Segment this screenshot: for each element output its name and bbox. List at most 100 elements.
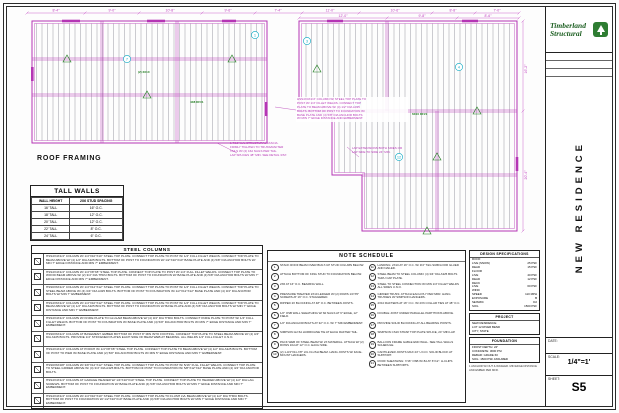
- spec-value: 60 PSF: [527, 284, 537, 289]
- note-number: 21: [368, 360, 376, 368]
- steel-columns-title: STEEL COLUMNS: [32, 246, 262, 254]
- note-text: PACK WEB OF STEEL BEAM W/ 2X MATERIAL. A…: [280, 340, 364, 348]
- tall-walls-row: 16' TALL 16" O.C.: [30, 204, 123, 212]
- note-text: PRESSURE TREATED 2X10 LEDGER W/ (2) ROWS…: [280, 291, 360, 300]
- steel-column-spec: HSS4X4X1/4" COLUMN AT PORCH W/ 1/4"X8"X8…: [46, 347, 257, 355]
- dim-label: 9'-6": [225, 9, 233, 13]
- note-item: 2 ATTACH BOTTOM OF KING STUD TO FOUNDATI…: [271, 273, 365, 281]
- spec-label: SOIL: [472, 304, 479, 309]
- beam-label: (2) 2X10: [138, 70, 150, 74]
- column-symbol-cell: [32, 393, 44, 408]
- note-item: 5 RIPPED 2X BLOCKING AT 48" O.C. BETWEEN…: [271, 302, 365, 310]
- date-cell: DATE:: [546, 338, 612, 354]
- tall-walls-title: TALL WALLS: [31, 186, 123, 197]
- note-text: PROVIDE SOLID BLOCKING AT ALL BEARING PO…: [377, 320, 452, 325]
- design-spec-row: SOIL 1500 PSF: [470, 304, 539, 309]
- left-building-outline: [31, 19, 268, 144]
- note-text: DOUBLE JOIST UNDER PARALLEL PARTITIONS A…: [377, 310, 454, 315]
- design-spec-row: DECK: [470, 281, 539, 286]
- note-number: 18: [368, 331, 376, 339]
- dim-label: 10'-6": [391, 9, 401, 13]
- dim-label: 8'-4": [53, 9, 61, 13]
- note-number: 5: [271, 302, 279, 310]
- note-item: 6 1/2" OSB WALL SHEATHING W/ 8d NAILS AT…: [271, 311, 365, 320]
- note-marker-number: 7: [126, 57, 128, 61]
- spec-value: B: [535, 296, 537, 301]
- note-number: 1: [271, 263, 279, 271]
- beam-label: 6X10 DF#1: [412, 112, 428, 116]
- design-spec-row: LIVE (SNOW) 25 PSF: [470, 261, 539, 266]
- dim-label: 20'-4": [524, 170, 528, 180]
- steel-column-row: HSS4X4X1/4" COLUMN AT GARAGE HEADER W/ 1…: [32, 378, 262, 394]
- note-text: (2) 1-3/4"X11-7/8" LVL FLUSH BEAM. HANG …: [280, 349, 363, 358]
- company-logo: Timberland Structural: [546, 7, 612, 53]
- column-symbol-icon: [34, 273, 41, 281]
- note-number: 14: [368, 292, 376, 301]
- steel-column-spec: HSS4X6X1/4" COLUMN W/ 1/4"X10"X12" STEEL…: [46, 300, 259, 312]
- design-spec-row: LIVE 40 PSF: [470, 272, 539, 278]
- column-symbol-cell: [32, 347, 44, 362]
- note-number: 12: [368, 273, 376, 281]
- spec-label: LIVE: [472, 272, 479, 277]
- project-line: LOT 12 RIVER BEND: [472, 325, 501, 330]
- note-text: ATTACH BOTTOM OF KING STUD TO FOUNDATION…: [280, 272, 362, 277]
- note-item: 16 DOUBLE JOIST UNDER PARALLEL PARTITION…: [368, 310, 463, 320]
- note-text: CANTILEVER JOISTS MAX 24" U.N.O. SOLID B…: [377, 349, 453, 358]
- dim-label: 9'-0": [109, 9, 117, 13]
- project-line: CITY, STATE: [472, 329, 489, 334]
- stud-spacing-cell: 8" O.C.: [69, 225, 123, 233]
- project-box: PROJECT NEW RESIDENCE LOT 12 RIVER BEND …: [469, 312, 540, 336]
- sheet-number: S5: [571, 380, 587, 394]
- foundation-box-title: FOUNDATION: [470, 338, 539, 346]
- design-spec-row: DEAD 15 PSF: [470, 264, 539, 270]
- steel-column-spec: HSS6X6X1/4" COLUMN W/ 1/4"X12"X12" STEEL…: [46, 285, 259, 297]
- date-label: DATE:: [548, 339, 558, 343]
- note-item: 7 1/2" DIA ANCHOR BOLTS AT 32" O.C. W/ 7…: [271, 320, 365, 330]
- design-specs-box: DESIGN SPECIFICATIONS ROOF LIVE (SNOW) 2…: [469, 250, 540, 311]
- spec-label: FLOOR: [472, 268, 482, 273]
- stud-spacing-cell: 12" O.C.: [69, 218, 123, 226]
- tall-walls-row: 20' TALL 12" O.C.: [30, 218, 123, 226]
- note-markers: 1 3 4 7 9 12: [123, 31, 463, 161]
- dim-label: 10'-8": [166, 9, 176, 13]
- note-number: 6: [271, 311, 279, 320]
- steel-column-spec: HSS4X4X1/4" COLUMN W/ 1/4"X10"X10" STEEL…: [46, 393, 249, 405]
- spec-label: SPEED: [472, 292, 482, 297]
- note-item: 10 (2) 1-3/4"X11-7/8" LVL FLUSH BEAM. HA…: [271, 349, 365, 359]
- bearing-markers: [62, 54, 482, 235]
- note-item: 13 STEEL TO STEEL CONNECTION W/ MIN 1/4"…: [368, 282, 463, 291]
- company-name: Timberland Structural: [550, 21, 586, 38]
- design-spec-row: SPEED 110 MPH: [470, 292, 539, 297]
- note-item: 12 STEEL BEAM TO STEEL COLUMN: (4) 3/4" …: [368, 273, 463, 281]
- dim-label: 8'-6": [485, 14, 493, 18]
- design-spec-row: FLOOR: [470, 268, 539, 274]
- spec-value: 15 PSF: [527, 264, 537, 269]
- company-name-line2: Structural: [550, 28, 582, 38]
- note-item: 15 2X10 RAFTERS AT 16" O.C. W/ 2X6 COLLA…: [368, 302, 463, 310]
- revision-row: [546, 53, 612, 61]
- column-symbol-cell: [32, 254, 44, 269]
- tall-walls-table: TALL WALLS WALL HEIGHT 2X6 STUD SPACING …: [30, 185, 124, 241]
- spec-label: ROOF: [472, 257, 481, 261]
- project-box-title: PROJECT: [470, 314, 539, 321]
- spec-value: D2: [533, 300, 537, 305]
- note-text: 1/2" DIA ANCHOR BOLTS AT 32" O.C. W/ 7" …: [280, 320, 364, 325]
- column-symbol-icon: [34, 350, 41, 358]
- roof-framing-plan: 8'-4" 9'-0" 10'-8" 9'-6" 7'-4" 11'-0" 10…: [25, 9, 528, 235]
- steel-column-row: HSS6X6X1/4" COLUMN W/ 1/4"X12"X12" STEEL…: [32, 285, 262, 301]
- column-symbol-icon: [34, 304, 41, 312]
- project-name-cell: NEW RESIDENCE: [546, 77, 612, 338]
- note-number: 3: [271, 282, 279, 291]
- note-schedule: NOTE SCHEDULE 1 STACK ROOF BEAM OVER BUI…: [267, 250, 466, 403]
- column-symbol-icon: [34, 381, 41, 389]
- note-number: 16: [368, 311, 376, 320]
- note-item: 3 2X6 AT 16" O.C. BEARING WALL.: [271, 281, 365, 291]
- design-spec-row: ROOF: [470, 257, 539, 262]
- column-symbol-cell: [32, 331, 44, 346]
- right-building-outline: [298, 19, 519, 232]
- beam-label: 4X8 DF#1: [190, 100, 204, 104]
- revision-row: [546, 69, 612, 77]
- note-number: 11: [368, 263, 376, 271]
- dim-label: 16'-2": [524, 64, 528, 74]
- note-text: 2X6 AT 16" O.C. BEARING WALL.: [280, 281, 325, 286]
